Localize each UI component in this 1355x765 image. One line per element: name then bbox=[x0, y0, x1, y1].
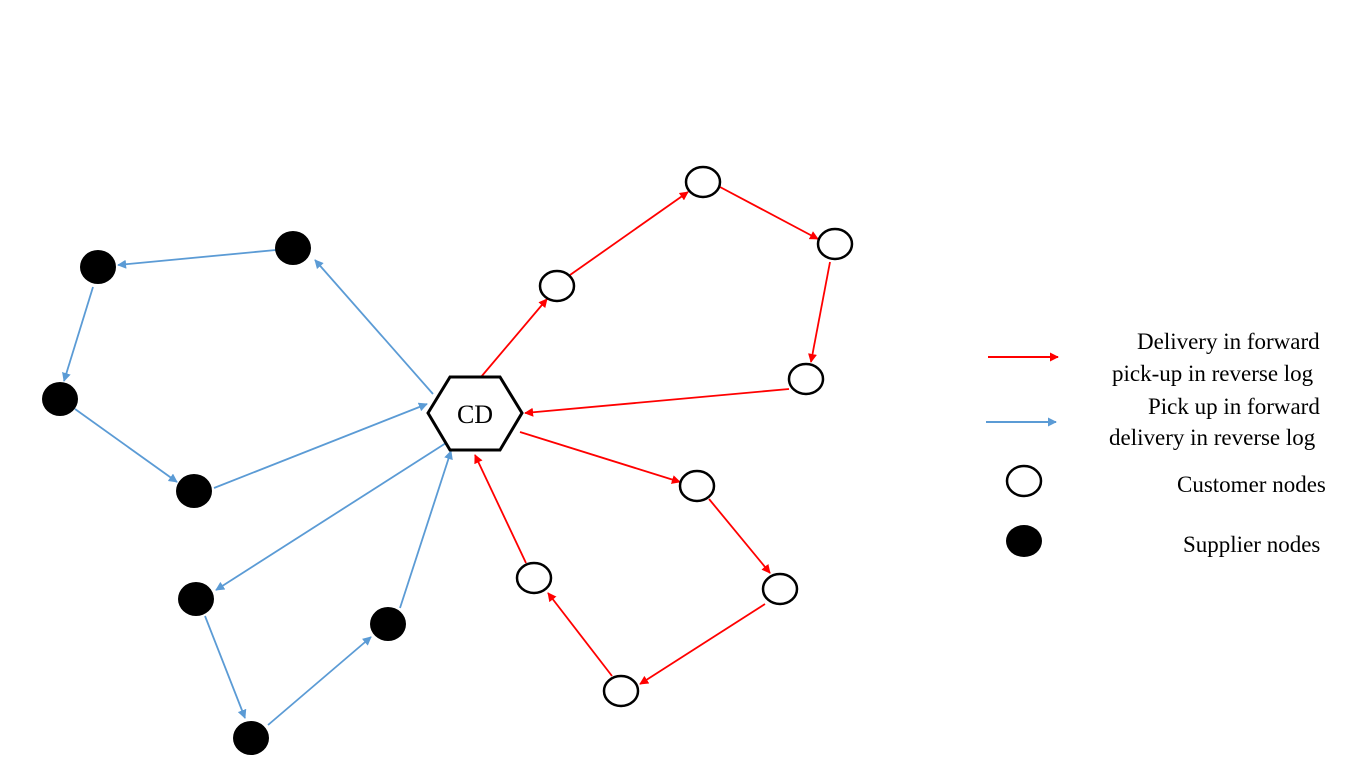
delivery-edge bbox=[519, 431, 681, 484]
center-label: CD bbox=[457, 400, 493, 429]
legend-customer-label: Customer nodes bbox=[1177, 472, 1326, 497]
supplier-node bbox=[178, 582, 214, 616]
customer-node bbox=[515, 561, 553, 595]
legend-blue-line1: Pick up in forward bbox=[1148, 394, 1320, 419]
legend-customer-node bbox=[1005, 464, 1043, 498]
delivery-edge bbox=[639, 603, 766, 685]
customer-node bbox=[761, 572, 799, 606]
delivery-edge bbox=[480, 298, 548, 378]
customer-node bbox=[787, 362, 825, 396]
supplier-node bbox=[80, 250, 116, 284]
legend-supplier-node bbox=[1006, 525, 1042, 557]
pickup-edge bbox=[62, 286, 94, 382]
customer-node bbox=[602, 674, 640, 708]
customer-node bbox=[816, 227, 854, 261]
legend-red-line2: pick-up in reverse log bbox=[1112, 361, 1314, 386]
pickup-edge bbox=[267, 636, 372, 726]
legend-supplier-label: Supplier nodes bbox=[1183, 532, 1320, 557]
pickup-edge bbox=[399, 450, 453, 609]
customer-node bbox=[684, 165, 722, 199]
center-hexagon bbox=[426, 375, 524, 452]
supplier-node bbox=[176, 474, 212, 508]
delivery-edge bbox=[524, 388, 790, 417]
delivery-edge bbox=[808, 261, 831, 363]
pickup-edge bbox=[314, 259, 434, 395]
delivery-edge bbox=[708, 498, 771, 574]
pickup-edge bbox=[213, 402, 428, 489]
center-depot: CD bbox=[426, 375, 524, 452]
delivery-edge bbox=[474, 454, 527, 564]
supplier-node bbox=[233, 721, 269, 755]
nodes bbox=[42, 165, 854, 755]
pickup-edge bbox=[215, 442, 447, 591]
supplier-node bbox=[42, 382, 78, 416]
supplier-node bbox=[275, 231, 311, 265]
delivery-edge bbox=[719, 186, 819, 240]
supplier-node bbox=[370, 607, 406, 641]
pickup-edge bbox=[204, 615, 247, 719]
legend-red-line1: Delivery in forward bbox=[1137, 329, 1320, 354]
legend-blue-line2: delivery in reverse log bbox=[1109, 425, 1316, 450]
legend: Delivery in forward pick-up in reverse l… bbox=[986, 329, 1326, 557]
pickup-edge bbox=[117, 249, 277, 269]
delivery-edge bbox=[547, 592, 613, 677]
delivery-edge bbox=[569, 191, 689, 276]
customer-node bbox=[538, 269, 576, 303]
customer-node bbox=[678, 469, 716, 503]
edges bbox=[62, 186, 831, 726]
pickup-edge bbox=[74, 408, 178, 483]
